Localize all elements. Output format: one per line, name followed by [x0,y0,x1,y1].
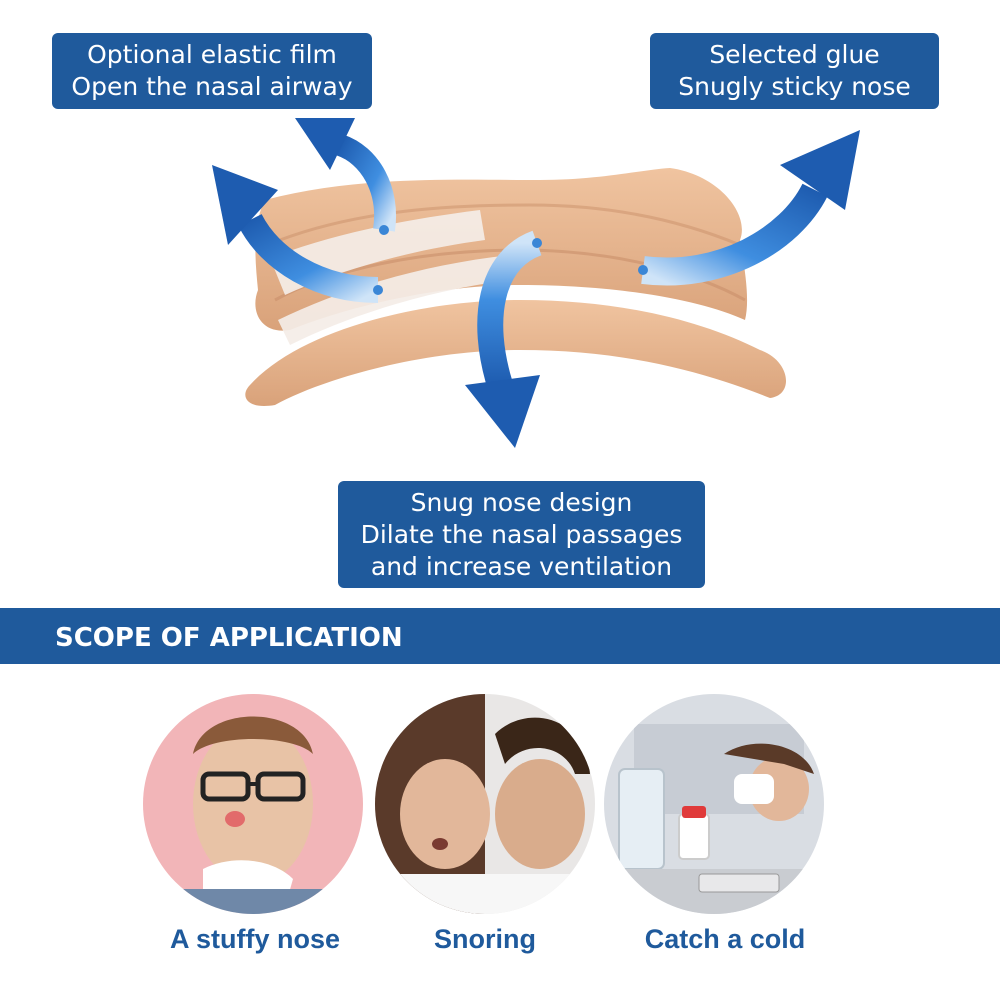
nasal-strip-illustration [212,118,860,448]
scope-item-stuffy-nose [143,694,363,914]
couple-snoring-photo [375,694,595,914]
callout-line: Optional elastic film [87,40,337,69]
scope-item-cold [604,694,824,914]
callout-line: and increase ventilation [370,551,673,581]
scope-label-cold: Catch a cold [644,924,806,954]
arrow-up-film-icon [295,118,397,235]
callout-line: Selected glue [709,40,880,69]
callout-line: Open the nasal airway [71,72,353,101]
scope-label-stuffy-nose: A stuffy nose [169,924,340,954]
scope-label-snoring: Snoring [434,924,536,954]
scope-item-snoring [375,694,595,914]
callout-selected-glue: Selected glue Snugly sticky nose [650,33,939,109]
man-with-stuffy-nose-photo [143,694,363,914]
arrow-up-left-icon [212,165,383,303]
arrow-down-icon [465,230,543,448]
callout-line: Dilate the nasal passages [360,519,683,549]
arrow-up-right-icon [638,130,860,286]
scope-banner: SCOPE OF APPLICATION [0,608,1000,664]
callout-snug-nose-design: Snug nose design Dilate the nasal passag… [338,481,705,588]
callout-line: Snug nose design [410,487,633,517]
callout-line: Snugly sticky nose [678,72,911,101]
sick-woman-with-medicine-photo [604,694,824,914]
banner-title: SCOPE OF APPLICATION [55,623,403,653]
callout-elastic-film: Optional elastic film Open the nasal air… [52,33,372,109]
